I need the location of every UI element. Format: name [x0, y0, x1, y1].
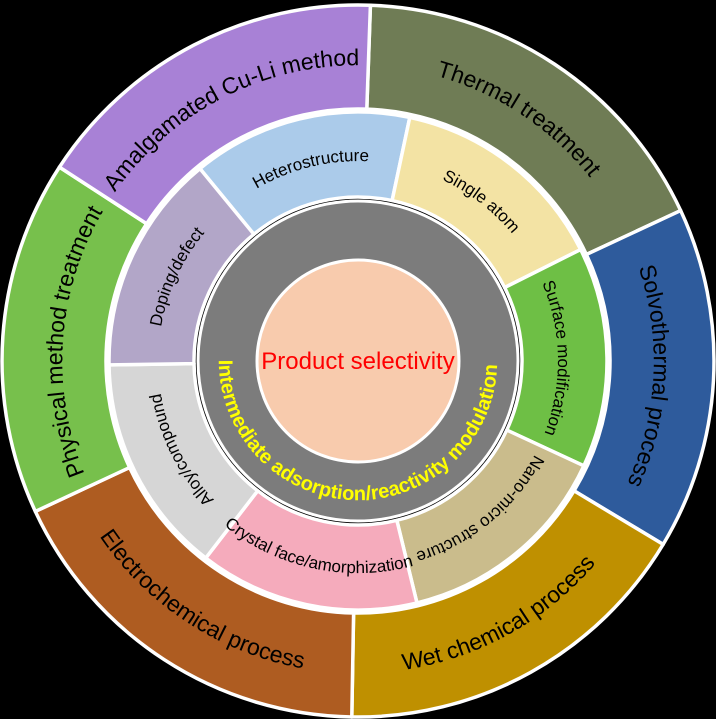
ring-segments-layer — [0, 3, 716, 719]
center-circle — [255, 258, 461, 464]
center-label: Product selectivity — [261, 348, 454, 375]
inner-segment-doping-defect — [107, 166, 256, 367]
outer-segment-amalgamated-cu-li-method — [57, 3, 373, 226]
